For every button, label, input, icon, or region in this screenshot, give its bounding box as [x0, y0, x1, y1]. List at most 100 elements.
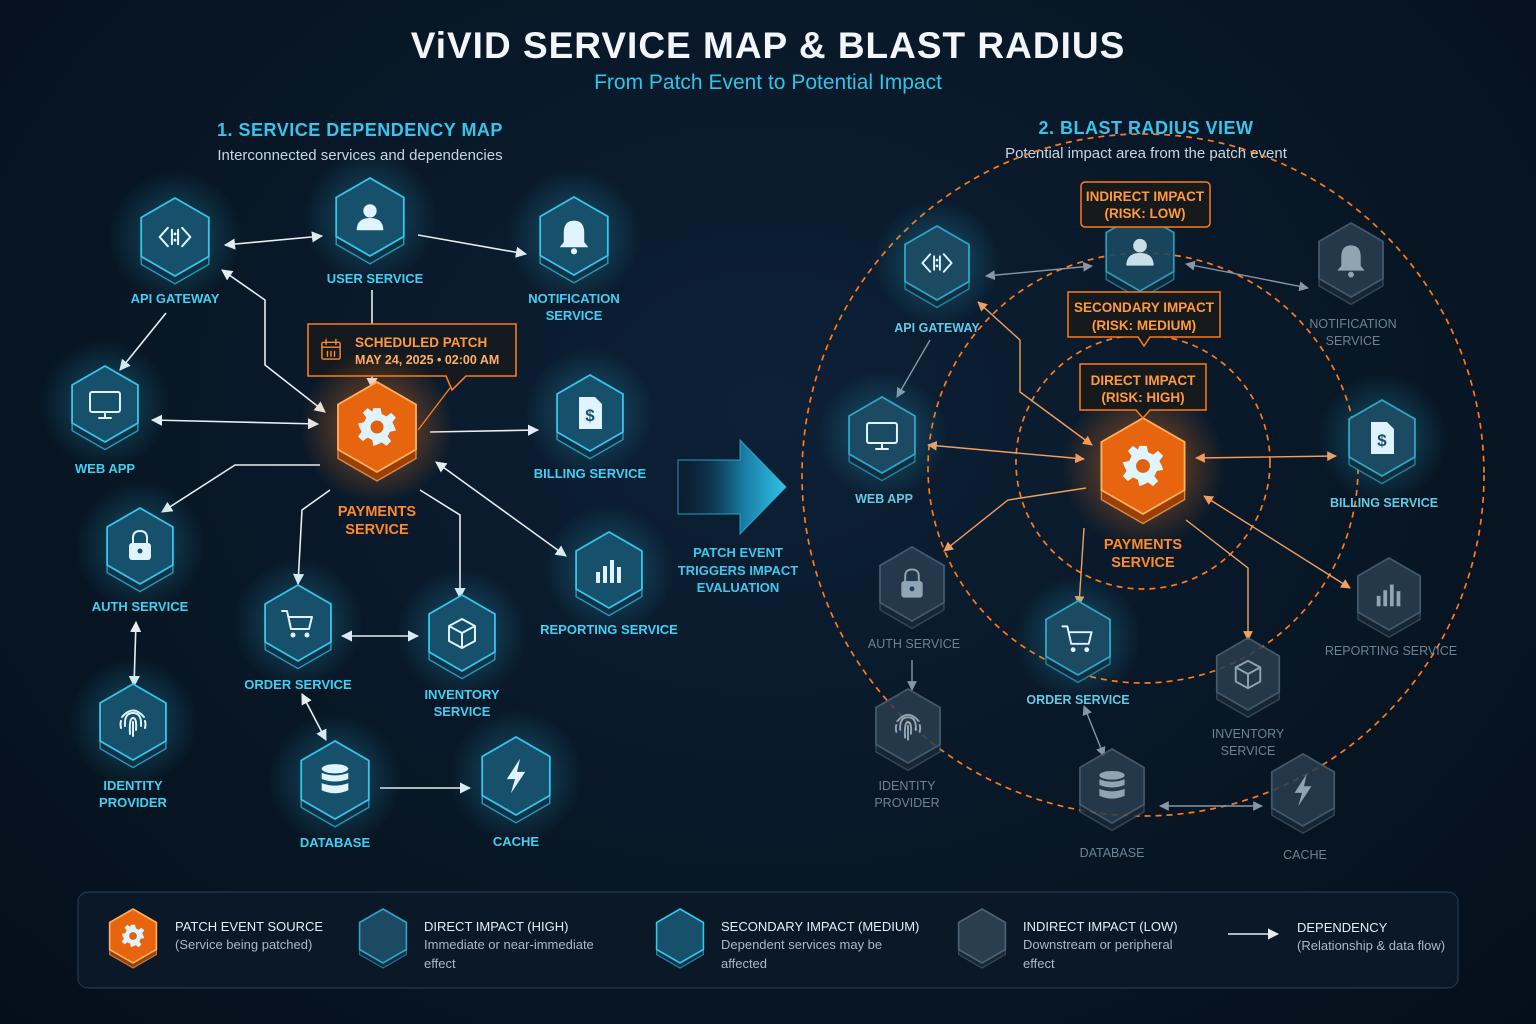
node-label: AUTH SERVICE	[92, 599, 189, 614]
legend-dependency-title: DEPENDENCY	[1297, 920, 1388, 935]
right-node-api-gateway: API GATEWAY	[874, 200, 1000, 335]
node-label-line-1: INVENTORY	[1212, 727, 1285, 741]
right-node-user-service	[1105, 211, 1175, 300]
svg-text:(RISK: LOW): (RISK: LOW)	[1105, 206, 1186, 221]
zone-label-secondary: SECONDARY IMPACT (RISK: MEDIUM)	[1067, 291, 1221, 348]
svg-text:DIRECT IMPACT: DIRECT IMPACT	[1091, 373, 1196, 388]
transition-line-1: PATCH EVENT	[693, 545, 783, 560]
right-panel-subtitle: Potential impact area from the patch eve…	[1005, 145, 1288, 162]
node-label-line-1: IDENTITY	[103, 778, 163, 793]
right-node-web-app: WEB APP	[817, 370, 947, 506]
edge-payments-auth	[161, 464, 320, 513]
node-label: API GATEWAY	[131, 291, 220, 306]
legend-desc-line-1: Downstream or peripheral	[1023, 937, 1173, 952]
legend-item-indirect-impact: INDIRECT IMPACT (LOW) Downstream or perip…	[957, 908, 1178, 971]
node-label: CACHE	[493, 834, 540, 849]
legend: PATCH EVENT SOURCE (Service being patched…	[77, 891, 1459, 989]
left-node-inventory-service: INVENTORY SERVICE	[397, 568, 527, 719]
right-node-payments-service: PAYMENTS SERVICE	[1061, 384, 1225, 571]
zone-label-direct: DIRECT IMPACT (RISK: HIGH)	[1079, 363, 1207, 420]
node-label-line-2: PROVIDER	[99, 795, 168, 810]
left-node-web-app: WEB APP	[40, 339, 170, 476]
legend-title: DIRECT IMPACT (HIGH)	[424, 919, 568, 934]
right-node-identity-provider: IDENTITY PROVIDER	[874, 687, 941, 810]
node-label-line-1: PAYMENTS	[1104, 537, 1182, 553]
left-node-auth-service: AUTH SERVICE	[75, 481, 205, 614]
node-label-line-2: PROVIDER	[874, 796, 939, 810]
node-label: AUTH SERVICE	[868, 637, 960, 651]
node-label: REPORTING SERVICE	[1325, 644, 1457, 658]
node-label-line-1: IDENTITY	[879, 779, 937, 793]
gear-icon	[1122, 445, 1164, 487]
right-panel-title: 2. BLAST RADIUS VIEW	[1038, 118, 1253, 138]
node-label: REPORTING SERVICE	[540, 622, 678, 637]
node-label-line-2: SERVICE	[1326, 334, 1381, 348]
legend-desc-line-2: effect	[1023, 956, 1055, 971]
invoice-icon	[1371, 422, 1394, 454]
legend-desc-line-1: (Service being patched)	[175, 937, 312, 952]
edge-apigw-user	[223, 231, 324, 250]
callout-title: SCHEDULED PATCH	[355, 335, 487, 350]
svg-text:(RISK: HIGH): (RISK: HIGH)	[1101, 390, 1184, 405]
legend-item-patch-event-source: PATCH EVENT SOURCE (Service being patched…	[108, 908, 323, 969]
edge-payments-reporting	[435, 461, 567, 557]
invoice-icon	[579, 397, 602, 429]
node-label-line-2: SERVICE	[345, 522, 409, 538]
zone-labels: INDIRECT IMPACT (RISK: LOW) SECONDARY IM…	[1067, 181, 1221, 420]
left-node-cache: CACHE	[449, 709, 583, 849]
legend-dependency-desc: (Relationship & data flow)	[1297, 938, 1445, 953]
zone-label-indirect: INDIRECT IMPACT (RISK: LOW)	[1080, 181, 1211, 228]
edge-webapp-payments	[150, 414, 320, 430]
node-label: USER SERVICE	[327, 271, 424, 286]
right-node-cache: CACHE	[1270, 752, 1336, 862]
left-panel-title: 1. SERVICE DEPENDENCY MAP	[217, 120, 503, 140]
legend-desc-line-2: affected	[721, 956, 767, 971]
left-node-database: DATABASE	[268, 713, 402, 850]
left-node-user-service: USER SERVICE	[303, 150, 437, 286]
node-label: BILLING SERVICE	[534, 466, 647, 481]
node-label: WEB APP	[75, 461, 136, 476]
left-service-nodes: API GATEWAY USER SERVICE NOTIFICATION SERVI…	[40, 150, 678, 850]
right-node-notification-service: NOTIFICATION SERVICE	[1309, 221, 1397, 348]
legend-title: SECONDARY IMPACT (MEDIUM)	[721, 919, 919, 934]
right-node-reporting-service: REPORTING SERVICE	[1325, 556, 1457, 658]
legend-desc-line-2: effect	[424, 956, 456, 971]
legend-desc-line-1: Immediate or near-immediate	[424, 937, 594, 952]
right-node-billing-service: BILLING SERVICE	[1317, 373, 1447, 510]
node-label: BILLING SERVICE	[1330, 496, 1438, 510]
left-node-identity-provider: IDENTITY PROVIDER	[68, 657, 198, 810]
database-icon	[1099, 770, 1125, 799]
legend-item-secondary-impact: SECONDARY IMPACT (MEDIUM) Dependent servi…	[655, 908, 919, 971]
right-node-order-service: ORDER SERVICE	[1015, 575, 1141, 707]
transition-arrow: PATCH EVENT TRIGGERS IMPACT EVALUATION	[677, 438, 798, 595]
right-node-database: DATABASE	[1079, 747, 1145, 860]
node-label-line-2: SERVICE	[546, 308, 603, 323]
page-subtitle: From Patch Event to Potential Impact	[594, 71, 942, 94]
node-label-line-1: NOTIFICATION	[528, 291, 619, 306]
node-label: ORDER SERVICE	[1026, 693, 1129, 707]
legend-item-dependency: DEPENDENCY (Relationship & data flow)	[1228, 920, 1445, 953]
node-label-line-1: PAYMENTS	[338, 504, 416, 520]
database-icon	[321, 764, 349, 794]
right-node-inventory-service: INVENTORY SERVICE	[1212, 636, 1285, 758]
left-node-order-service: ORDER SERVICE	[233, 558, 363, 692]
transition-line-3: EVALUATION	[697, 580, 780, 595]
legend-desc-line-1: Dependent services may be	[721, 937, 882, 952]
node-label-line-1: NOTIFICATION	[1309, 317, 1396, 331]
svg-text:(RISK: MEDIUM): (RISK: MEDIUM)	[1092, 318, 1196, 333]
svg-text:INDIRECT IMPACT: INDIRECT IMPACT	[1086, 189, 1205, 204]
node-label: DATABASE	[1080, 846, 1145, 860]
gear-icon	[358, 408, 396, 446]
node-label-line-2: SERVICE	[1111, 555, 1175, 571]
legend-title: INDIRECT IMPACT (LOW)	[1023, 919, 1178, 934]
legend-title: PATCH EVENT SOURCE	[175, 919, 323, 934]
node-label: ORDER SERVICE	[244, 677, 352, 692]
left-node-reporting-service: REPORTING SERVICE	[540, 505, 678, 637]
transition-line-2: TRIGGERS IMPACT	[678, 563, 798, 578]
node-label-line-1: INVENTORY	[424, 687, 499, 702]
node-label: DATABASE	[300, 835, 371, 850]
node-label-line-2: SERVICE	[434, 704, 491, 719]
node-label-line-2: SERVICE	[1221, 744, 1276, 758]
left-node-api-gateway: API GATEWAY	[108, 170, 242, 306]
gear-icon	[121, 924, 145, 948]
